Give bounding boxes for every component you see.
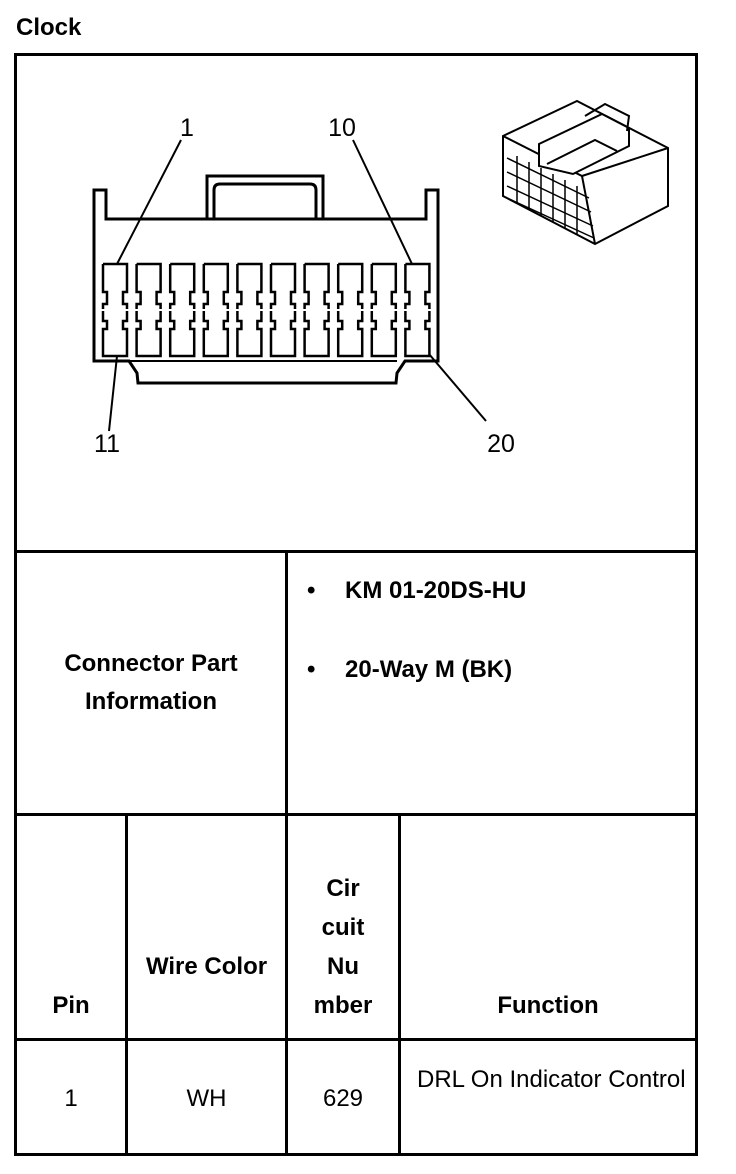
pin-cavity [101, 262, 129, 309]
row-wire-color: WH [186, 1084, 227, 1112]
pin-cavity [168, 311, 196, 358]
connector-description: 20-Way M (BK) [345, 656, 513, 683]
connector-part-number: KM 01-20DS-HU [345, 577, 527, 604]
connector-info-item: • 20-Way M (BK) [289, 650, 526, 690]
pin-cavity [370, 311, 398, 358]
pin-cavity [336, 311, 364, 358]
row-circuit: 629 [322, 1084, 364, 1112]
divider-line [17, 1038, 695, 1041]
header-wire-color: Wire Color [145, 953, 268, 980]
pin-cavity [303, 262, 330, 309]
pin-cavity [135, 262, 162, 309]
pin-label-20: 20 [487, 430, 515, 458]
header-circuit-line: mber [313, 992, 373, 1019]
row-pin: 1 [64, 1084, 78, 1112]
connector-info-item: • KM 01-20DS-HU [289, 571, 526, 611]
pin-cavity [404, 262, 431, 309]
pin-label-11: 11 [94, 430, 120, 458]
divider-line [285, 816, 288, 1156]
pin-cavity [269, 262, 297, 309]
divider-line [17, 550, 695, 553]
pin-cavity [269, 311, 297, 358]
pin-label-10: 10 [328, 114, 356, 142]
pin-cavity [236, 311, 263, 358]
bullet-icon: • [307, 656, 316, 683]
bullet-icon: • [307, 577, 316, 604]
pin-cavity [101, 311, 129, 358]
divider-line [285, 553, 288, 813]
divider-line [398, 816, 401, 1156]
divider-line [125, 816, 128, 1156]
pin-cavity [404, 311, 431, 358]
header-circuit-line: cuit [321, 914, 365, 941]
pin-cavity [135, 311, 162, 358]
pin-cavity [202, 311, 230, 358]
pin-cavity [202, 262, 230, 309]
divider-line [17, 813, 695, 816]
connector-info-list: • KM 01-20DS-HU • 20-Way M (BK) [289, 571, 526, 729]
pin-cavity [168, 262, 196, 309]
row-function: DRL On Indicator Control [417, 1066, 686, 1093]
header-circuit-number: Cir cuit Nu mber [288, 869, 398, 1025]
pin-cavity [303, 311, 330, 358]
pin-cavity [370, 262, 398, 309]
header-pin: Pin [52, 992, 90, 1019]
page-title: Clock [16, 14, 82, 41]
connector-frame: 1 10 11 20 Connector Part Information • … [14, 53, 698, 1156]
pin-cavity [236, 262, 263, 309]
header-circuit-line: Cir [326, 875, 360, 902]
pin-label-1: 1 [180, 114, 194, 142]
pin-cavity [336, 262, 364, 309]
connector-face-diagram: 1 10 11 20 [92, 99, 669, 458]
connector-info-label: Connector Part Information [64, 650, 238, 715]
header-circuit-line: Nu [327, 953, 359, 980]
header-function: Function [497, 992, 599, 1019]
